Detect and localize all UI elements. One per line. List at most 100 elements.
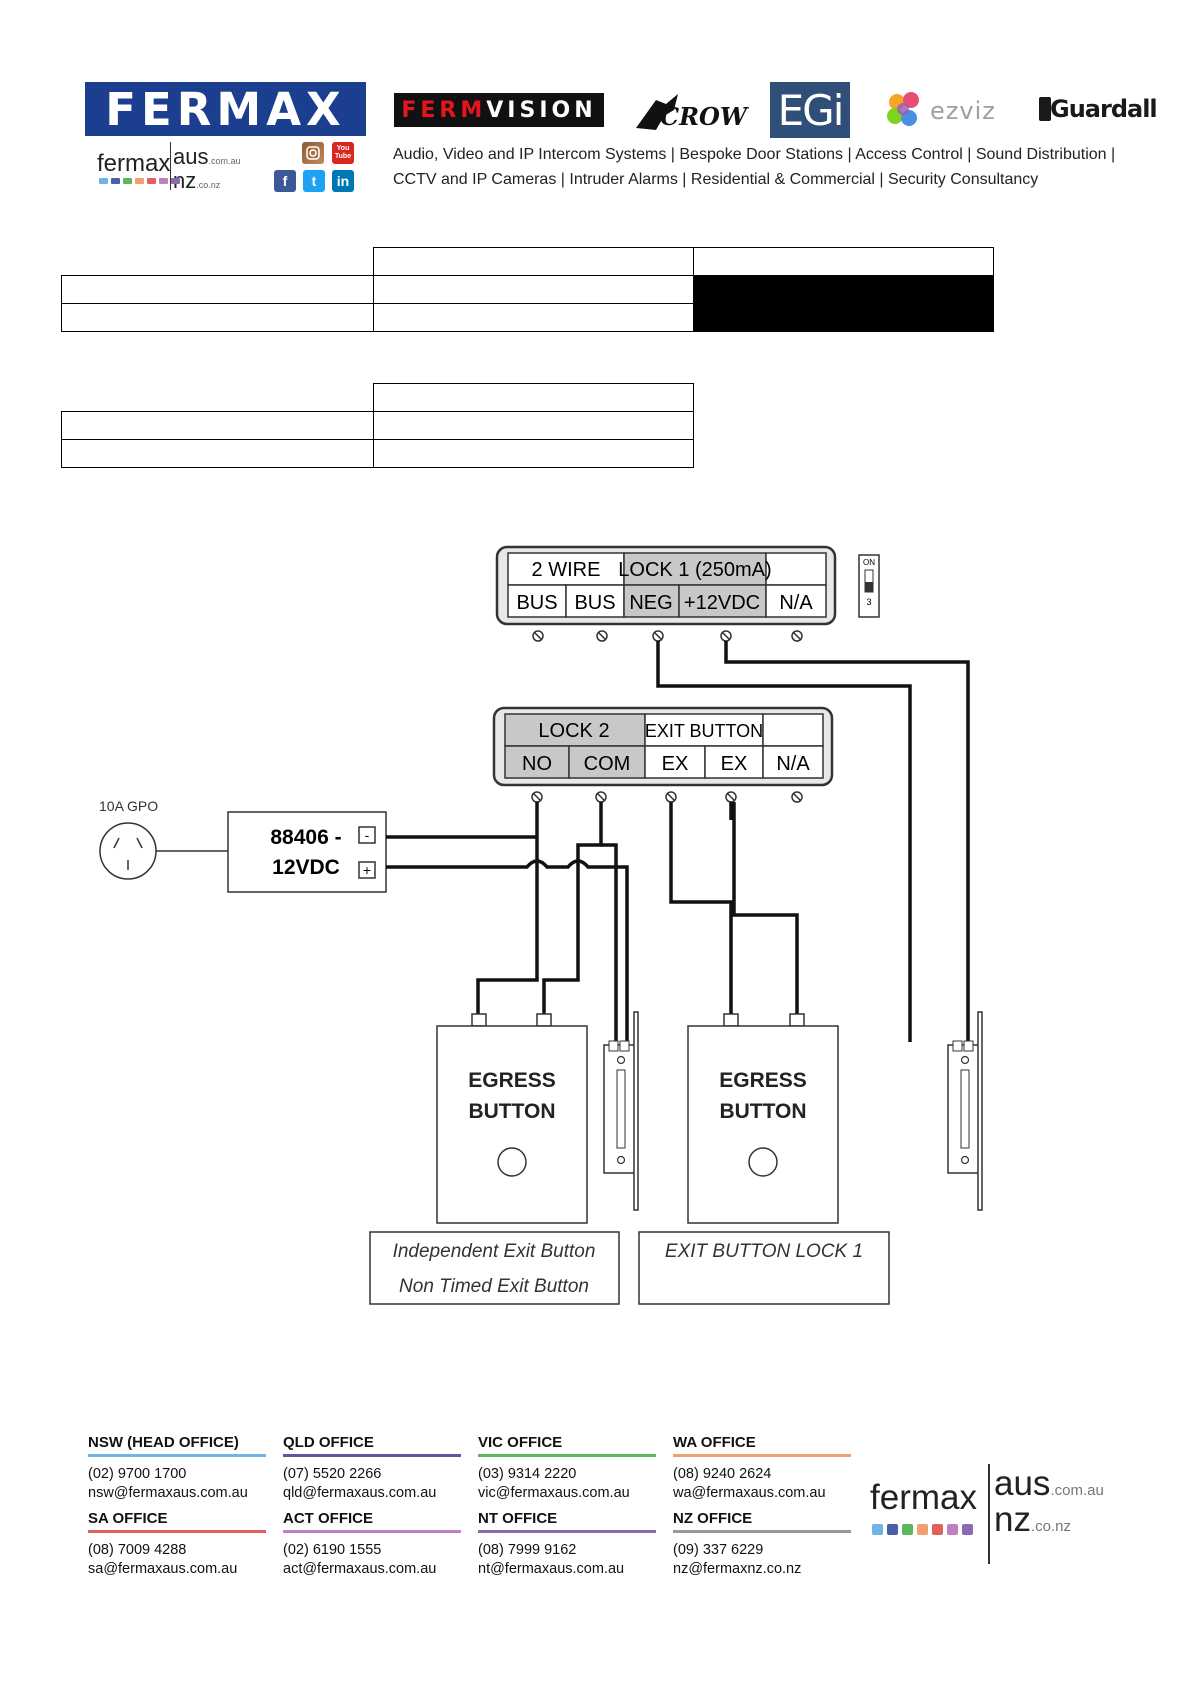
- tb1-terminal-na: N/A: [779, 592, 813, 614]
- office-title: NT OFFICE: [478, 1510, 558, 1527]
- twitter-icon[interactable]: t: [303, 170, 325, 192]
- wire-com: [542, 802, 603, 1020]
- instagram-icon[interactable]: [302, 142, 324, 164]
- table2-cell: [373, 383, 694, 412]
- table2-cell: [373, 411, 694, 440]
- office-block: NT OFFICE (08) 7999 9162 nt@fermaxaus.com.…: [478, 1510, 656, 1579]
- electric-strike-2: [947, 1011, 983, 1211]
- office-phone[interactable]: (08) 9240 2624: [673, 1466, 772, 1482]
- office-phone[interactable]: (09) 337 6229: [673, 1542, 764, 1558]
- office-color-rule: [673, 1454, 851, 1457]
- office-email[interactable]: act@fermaxaus.com.au: [283, 1561, 437, 1577]
- logo-color-dot: [932, 1524, 943, 1535]
- psu-positive-terminal: [358, 861, 376, 879]
- table1-cell: [61, 275, 374, 304]
- psu-model-label: 88406 -: [270, 826, 341, 849]
- office-color-rule: [283, 1530, 461, 1533]
- office-title: ACT OFFICE: [283, 1510, 373, 1527]
- table1-cell: [373, 275, 694, 304]
- fermaxaus-word: fermax: [97, 150, 171, 177]
- footer-logo-aus: aus.com.au: [994, 1464, 1104, 1503]
- dip-switch-number: 3: [866, 597, 871, 607]
- office-phone[interactable]: (02) 6190 1555: [283, 1542, 382, 1558]
- office-email[interactable]: sa@fermaxaus.com.au: [88, 1561, 238, 1577]
- office-title: QLD OFFICE: [283, 1434, 374, 1451]
- tb1-header-2wire: 2 WIRE: [532, 559, 601, 581]
- youtube-icon[interactable]: You Tube: [332, 142, 354, 164]
- psu-voltage-label: 12VDC: [272, 856, 340, 879]
- facebook-icon[interactable]: f: [274, 170, 296, 192]
- office-phone[interactable]: (07) 5520 2266: [283, 1466, 382, 1482]
- fermaxaus-logo: fermax aus.com.au nz.co.nz: [97, 142, 241, 193]
- office-phone[interactable]: (08) 7999 9162: [478, 1542, 577, 1558]
- office-block: ACT OFFICE (02) 6190 1555 act@fermaxaus.co…: [283, 1510, 461, 1579]
- office-title: WA OFFICE: [673, 1434, 756, 1451]
- office-phone[interactable]: (03) 9314 2220: [478, 1466, 577, 1482]
- office-phone[interactable]: (08) 7009 4288: [88, 1542, 187, 1558]
- office-email[interactable]: nt@fermaxaus.com.au: [478, 1561, 625, 1577]
- caption-1-line2: Non Timed Exit Button: [399, 1276, 589, 1297]
- wiring-diagram: 2 WIRE LOCK 1 (250mA) BUS BUS NEG +12VDC…: [99, 545, 983, 1305]
- dip-switch-on-label: ON: [863, 558, 875, 567]
- egress-2-label-line2: BUTTON: [719, 1100, 806, 1123]
- caption-box-1: Independent Exit Button Non Timed Exit B…: [369, 1231, 620, 1305]
- tb2-terminal-no: NO: [522, 753, 552, 775]
- psu-negative-terminal: [358, 826, 376, 844]
- table2-cell: [373, 439, 694, 468]
- logo-color-dot: [887, 1524, 898, 1535]
- logo-color-dot: [917, 1524, 928, 1535]
- power-supply-88406: 88406 - 12VDC - +: [227, 811, 387, 893]
- office-block: NZ OFFICE (09) 337 6229 nz@fermaxnz.co.nz: [673, 1510, 851, 1579]
- egress-1-label-line1: EGRESS: [468, 1069, 556, 1092]
- logo-color-dot: [962, 1524, 973, 1535]
- office-block: NSW (HEAD OFFICE) (02) 9700 1700 nsw@ferma…: [88, 1434, 266, 1503]
- office-color-rule: [283, 1454, 461, 1457]
- logo-color-dot: [872, 1524, 883, 1535]
- crow-logo-text: CROW: [660, 102, 747, 131]
- office-email[interactable]: qld@fermaxaus.com.au: [283, 1485, 437, 1501]
- office-email[interactable]: wa@fermaxaus.com.au: [673, 1485, 826, 1501]
- linkedin-icon[interactable]: in: [332, 170, 354, 192]
- footer-logo-word: fermax: [870, 1478, 977, 1517]
- gpo-label: 10A GPO: [99, 798, 158, 814]
- screw-terminals-2: [531, 791, 803, 803]
- footer-logo-divider: [988, 1464, 990, 1564]
- table1-black-cell: [693, 275, 994, 332]
- svg-text:+: +: [363, 862, 371, 878]
- tb2-terminal-na: N/A: [776, 753, 810, 775]
- table2-cell: [61, 411, 374, 440]
- office-email[interactable]: vic@fermaxaus.com.au: [478, 1485, 630, 1501]
- tb1-terminal-neg: NEG: [629, 592, 672, 614]
- egress-2-label-line1: EGRESS: [719, 1069, 807, 1092]
- wire-no: [476, 802, 539, 1020]
- terminal-block-1: 2 WIRE LOCK 1 (250mA) BUS BUS NEG +12VDC…: [495, 545, 837, 626]
- wire-neg: [656, 641, 912, 1042]
- office-color-rule: [673, 1530, 851, 1533]
- guardall-logo-text: Guardall: [1050, 95, 1158, 123]
- wire-com-strike: [601, 843, 618, 1045]
- office-title: NSW (HEAD OFFICE): [88, 1434, 239, 1451]
- office-phone[interactable]: (02) 9700 1700: [88, 1466, 187, 1482]
- terminal-block-2: LOCK 2 EXIT BUTTON NO COM EX EX N/A: [492, 706, 834, 787]
- office-color-rule: [88, 1454, 266, 1457]
- wire-psu-strike: [620, 865, 629, 1045]
- wire-ex2: [732, 802, 799, 1020]
- tb2-terminal-ex-2: EX: [721, 753, 748, 775]
- power-outlet-icon: [99, 822, 157, 880]
- table1-cell: [373, 303, 694, 332]
- office-email[interactable]: nsw@fermaxaus.com.au: [88, 1485, 248, 1501]
- office-email[interactable]: nz@fermaxnz.co.nz: [673, 1561, 802, 1577]
- logo-color-dot: [947, 1524, 958, 1535]
- office-title: NZ OFFICE: [673, 1510, 753, 1527]
- tagline-line-2: CCTV and IP Cameras | Intruder Alarms | …: [393, 171, 1039, 188]
- caption-2-line1: EXIT BUTTON LOCK 1: [665, 1241, 863, 1262]
- office-block: WA OFFICE (08) 9240 2624 wa@fermaxaus.com.…: [673, 1434, 851, 1503]
- egress-button-1: EGRESS BUTTON: [436, 1013, 588, 1224]
- tb2-header-lock2: LOCK 2: [538, 720, 609, 742]
- fermax-logo: FERMAX: [85, 82, 366, 136]
- wire-psu-positive: [386, 859, 620, 869]
- egress-button-2: EGRESS BUTTON: [687, 1013, 839, 1224]
- table2-cell: [61, 439, 374, 468]
- tb1-terminal-12vdc: +12VDC: [684, 592, 760, 614]
